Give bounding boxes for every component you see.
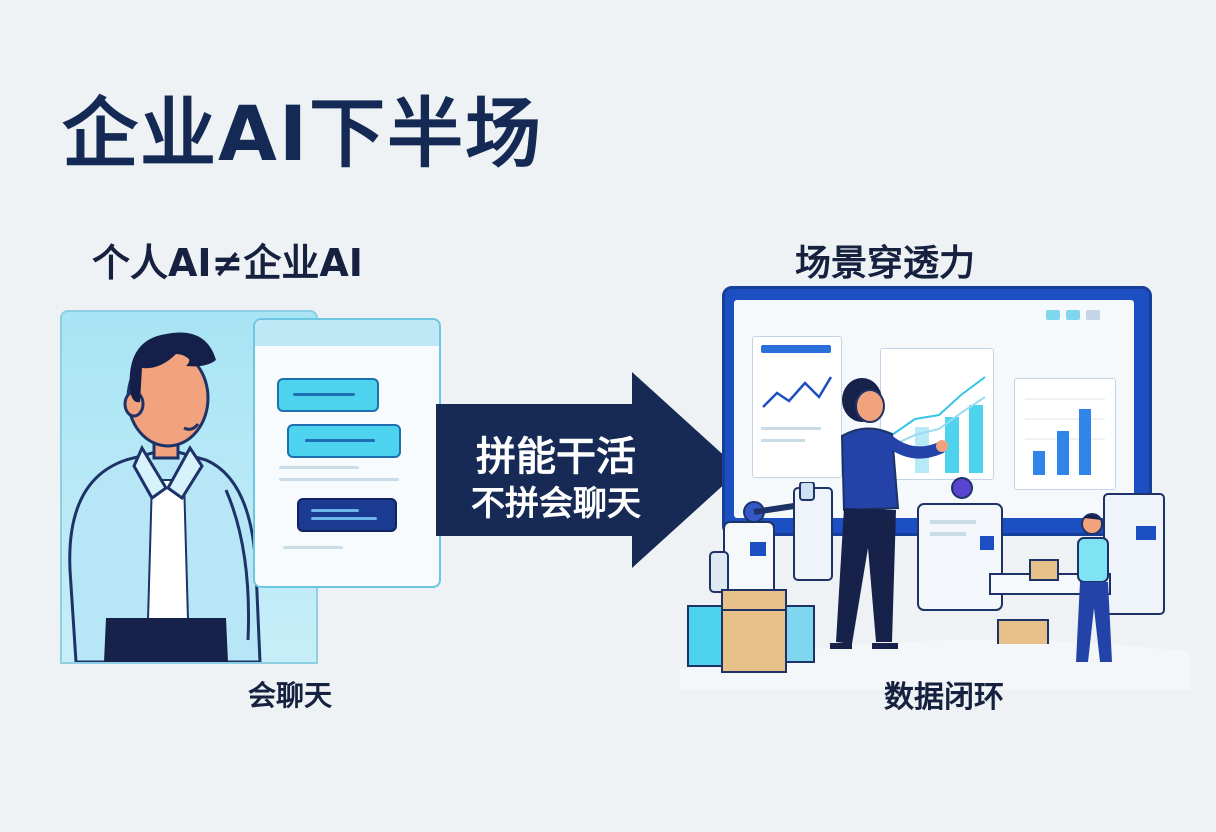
- chat-bubble-incoming-2: [287, 424, 401, 458]
- chat-window-icon: [253, 318, 441, 588]
- right-caption: 数据闭环: [884, 680, 1004, 715]
- worker-illustration: [1076, 513, 1112, 662]
- woman-presenter-illustration: [830, 378, 948, 649]
- page-title: 企业AI下半场: [62, 89, 544, 178]
- chat-bubble-outgoing: [297, 498, 397, 532]
- robot-arm-illustration: [709, 482, 833, 603]
- left-caption: 会聊天: [248, 679, 333, 712]
- package-box-icon: [687, 589, 815, 673]
- arrow-shape: [436, 372, 740, 568]
- right-heading: 场景穿透力: [795, 243, 976, 284]
- arrow-label-line1: 拼能干活: [476, 434, 636, 480]
- chat-bubble-incoming: [277, 378, 379, 412]
- server-machine-illustration: [917, 477, 1165, 644]
- dashboard-card-growth: [880, 348, 994, 480]
- arrow-label-line2: 不拼会聊天: [471, 484, 641, 524]
- dashboard-screen: [734, 300, 1134, 518]
- dashboard-card-trend: [752, 336, 842, 478]
- dashboard-card-bars: [1014, 378, 1116, 490]
- man-chatting-illustration: [68, 332, 262, 662]
- left-heading: 个人AI≠企业AI: [92, 241, 363, 285]
- chat-window-titlebar: [255, 320, 439, 346]
